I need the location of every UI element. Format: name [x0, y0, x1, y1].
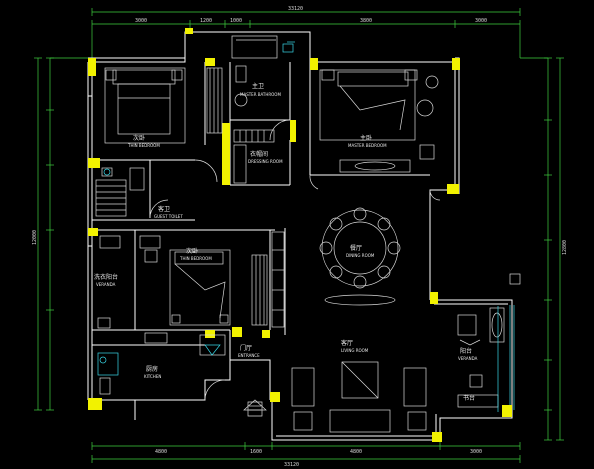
room-label-dining-en: DINING ROOM: [346, 253, 375, 258]
room-label-veranda-en: VERANDA: [458, 356, 478, 361]
room-label-bedroom-2-en: THIN BEDROOM: [127, 143, 160, 148]
furniture: [95, 35, 521, 433]
room-label-bedroom-3-en: THIN BEDROOM: [179, 256, 212, 261]
room-label-guest-toilet-en: GUEST TOILET: [154, 214, 183, 219]
room-label-master-bath-cn: 主卫: [252, 82, 264, 90]
room-label-bedroom-3-cn: 次卧: [186, 247, 198, 255]
room-label-dressing-cn: 衣帽间: [250, 150, 268, 158]
room-label-guest-toilet-cn: 客卫: [158, 205, 170, 213]
room-label-veranda-cn: 阳台: [460, 347, 472, 355]
room-label-kitchen-en: KITCHEN: [144, 374, 161, 379]
room-label-laundry-cn: 洗衣阳台: [94, 273, 118, 281]
room-label-bedroom-2-cn: 次卧: [133, 134, 145, 142]
room-label-master-bath-en: MASTER BATHROOM: [240, 92, 281, 97]
top-segment-3: 1000: [230, 18, 242, 24]
bottom-segment-2: 1600: [250, 449, 262, 455]
room-label-master-bedroom-cn: 主卧: [360, 134, 372, 142]
bottom-segment-1: 4800: [155, 449, 167, 455]
left-total-dimension: 12000: [32, 230, 38, 245]
top-segment-1: 3000: [135, 18, 147, 24]
room-label-desk-cn: 书台: [463, 394, 475, 402]
bottom-total-dimension: 33120: [284, 462, 299, 468]
top-segment-5: 3000: [475, 18, 487, 24]
room-label-entrance-en: ENTRANCE: [238, 353, 260, 358]
right-total-dimension: 12800: [562, 240, 568, 255]
bottom-segment-4: 3000: [470, 449, 482, 455]
room-labels: 次卧 THIN BEDROOM 主卫 MASTER BATHROOM 主卧 MA…: [94, 82, 478, 402]
room-label-laundry-en: VERANDA: [96, 282, 116, 287]
top-segment-2: 1200: [200, 18, 212, 24]
room-label-entrance-cn: 门厅: [240, 344, 252, 352]
room-label-master-bedroom-en: MASTER BEDROOM: [348, 143, 387, 148]
top-total-dimension: 33120: [288, 6, 303, 12]
room-label-dressing-en: DRESSING ROOM: [248, 159, 283, 164]
structural-columns: [88, 28, 512, 442]
bottom-segment-3: 4800: [350, 449, 362, 455]
top-segment-4: 3800: [360, 18, 372, 24]
room-label-kitchen-cn: 厨房: [146, 365, 158, 373]
dimension-lines: 33120 3000 1200 1000 3800 3000 33120 480…: [32, 6, 568, 468]
room-label-living-cn: 客厅: [341, 339, 353, 347]
room-label-dining-cn: 餐厅: [350, 244, 362, 252]
room-label-living-en: LIVING ROOM: [341, 348, 369, 353]
